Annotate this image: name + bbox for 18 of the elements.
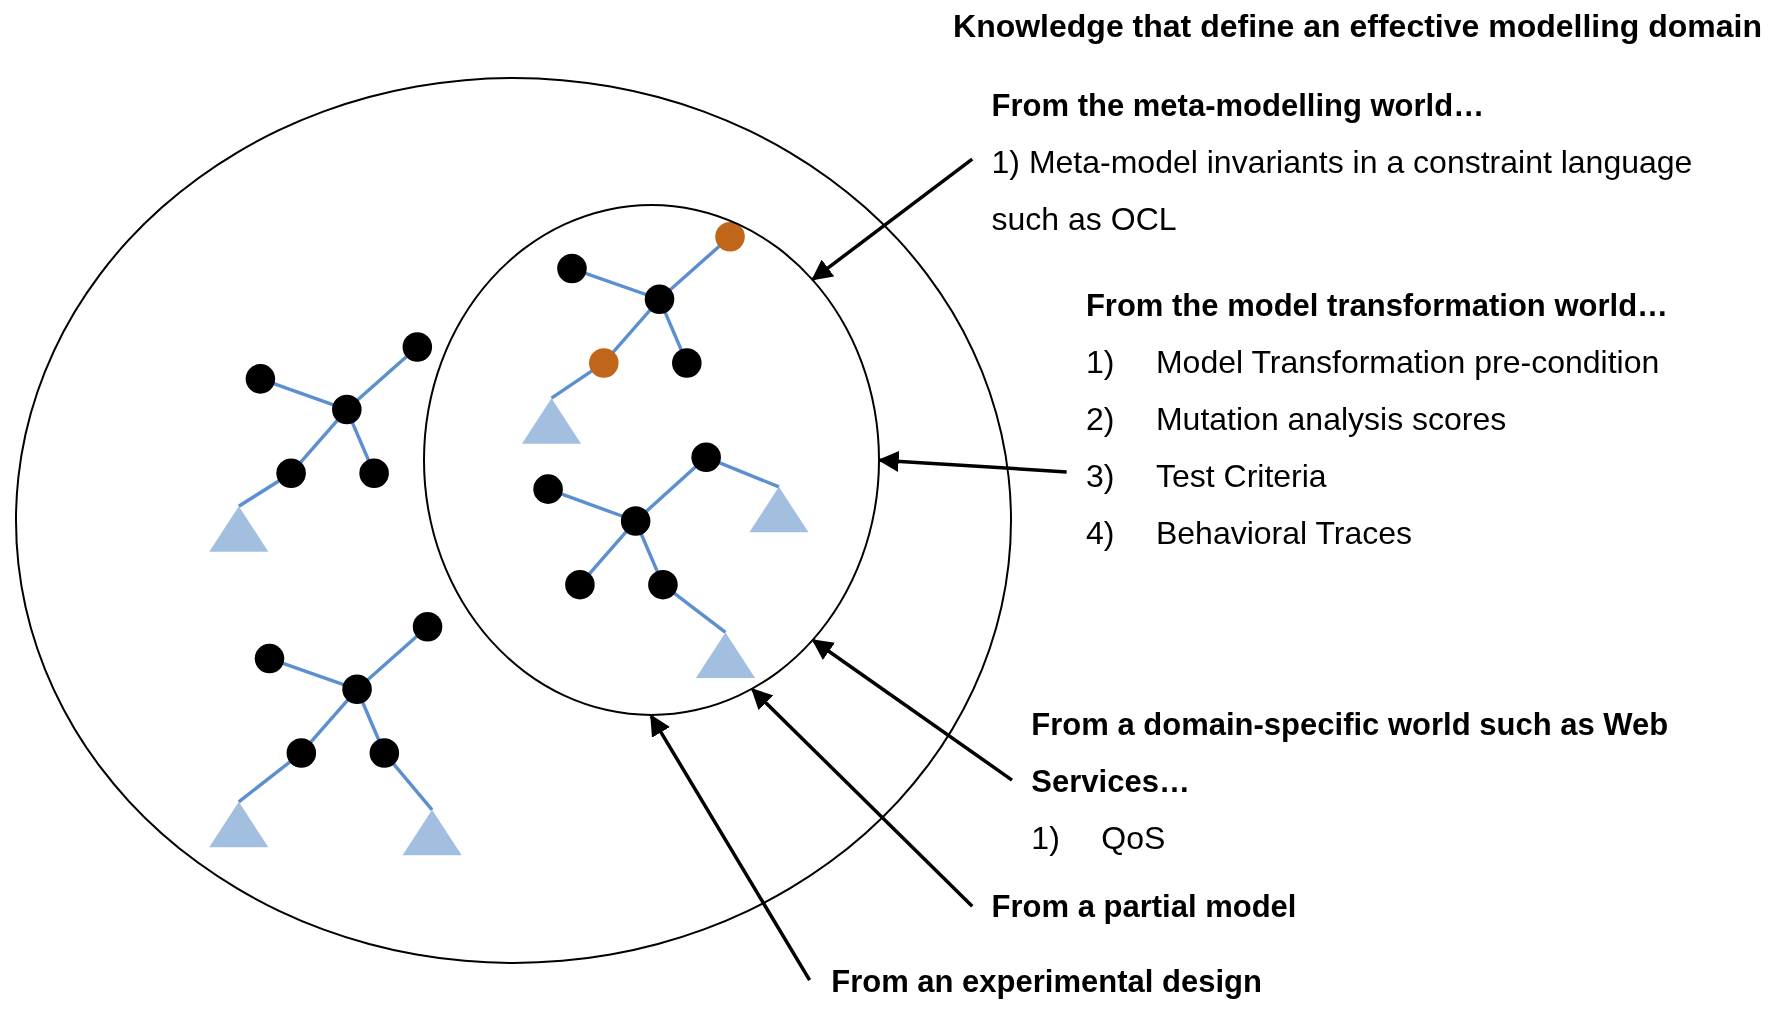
arrow bbox=[811, 639, 1014, 782]
list-item: 4) Behavioral Traces bbox=[1085, 514, 1414, 554]
arrow bbox=[877, 450, 1067, 474]
title: Knowledge that define an effective modelling domain bbox=[953, 8, 1762, 45]
heading-text: From the meta-modelling world… bbox=[991, 87, 1486, 126]
heading-text: From a partial model bbox=[991, 887, 1298, 926]
list-item: 3) Test Criteria bbox=[1085, 457, 1328, 497]
arrow bbox=[751, 688, 974, 908]
ellipse-shape bbox=[422, 204, 880, 717]
arrow bbox=[811, 157, 974, 281]
body-text: 1) Meta-model invariants in a constraint language such as OCL bbox=[991, 143, 1694, 240]
heading-text: From the model transformation world… bbox=[1085, 287, 1670, 326]
heading-text: From a domain-specific world such as Web Services… bbox=[1031, 705, 1670, 801]
heading-text: From an experimental design bbox=[831, 962, 1263, 1001]
arrow bbox=[649, 714, 812, 982]
list-item: 1) QoS bbox=[1031, 818, 1167, 858]
list-item: 2) Mutation analysis scores bbox=[1085, 400, 1508, 440]
list-item: 1) Model Transformation pre-condition bbox=[1085, 343, 1661, 383]
